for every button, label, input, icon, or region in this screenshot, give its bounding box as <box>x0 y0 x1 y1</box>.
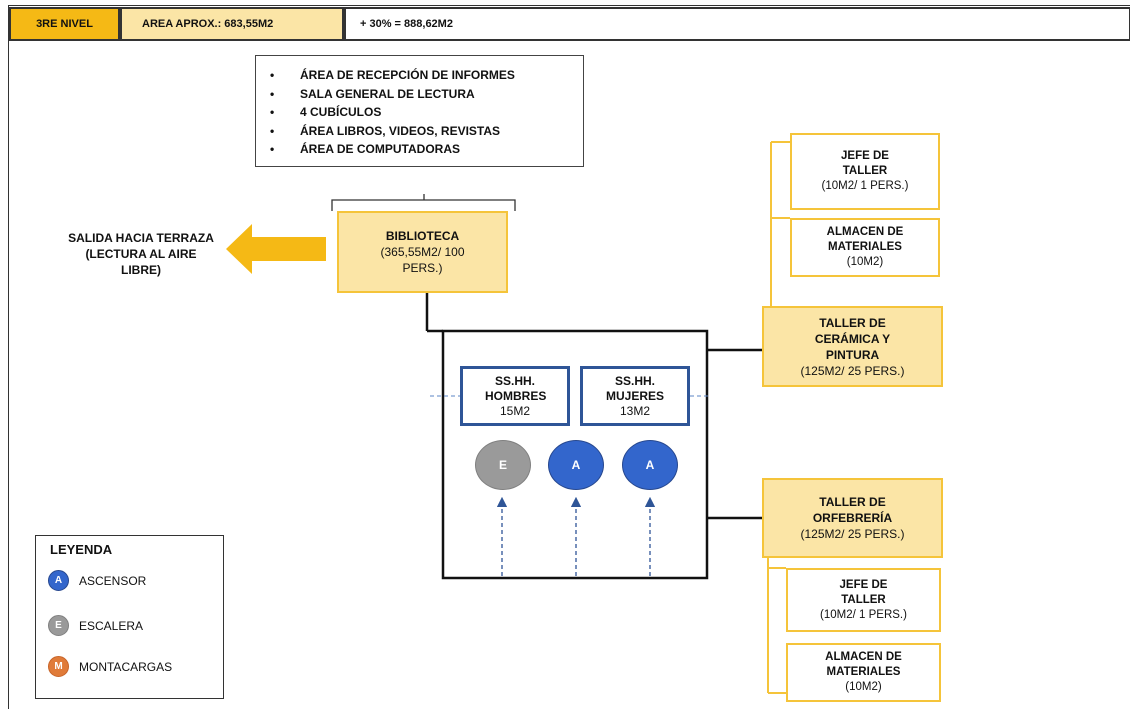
program-item: •ÁREA DE COMPUTADORAS <box>270 142 461 156</box>
ceramica-almacen-title: ALMACEN DE MATERIALES <box>826 226 904 253</box>
bracket <box>331 199 516 211</box>
level-label: 3RE NIVEL <box>9 7 120 41</box>
sshh-hombres-title: SS.HH. HOMBRES <box>485 373 547 403</box>
biblioteca-node: BIBLIOTECA (365,55M2/ 100 PERS.) <box>337 211 508 293</box>
sshh-hombres-area: 15M2 <box>499 403 531 418</box>
ascensor-circle-2: A <box>622 440 678 490</box>
taller-ceramica-title: TALLER DE CERÁMICA Y PINTURA <box>814 315 891 362</box>
legend-box: LEYENDA A ASCENSOR E ESCALERA M MONTACAR… <box>35 535 224 699</box>
exit-arrow <box>226 224 326 274</box>
ascensor-icon: A <box>48 570 69 591</box>
orfebreria-almacen-node: ALMACEN DE MATERIALES (10M2) <box>786 643 941 702</box>
escalera-circle: E <box>475 440 531 490</box>
legend-item-montacargas: M MONTACARGAS <box>48 656 172 677</box>
program-item: •ÁREA DE RECEPCIÓN DE INFORMES <box>270 68 515 82</box>
ceramica-jefe-node: JEFE DE TALLER (10M2/ 1 PERS.) <box>790 133 940 210</box>
sshh-hombres-node: SS.HH. HOMBRES 15M2 <box>460 366 570 426</box>
orfebreria-almacen-detail: (10M2) <box>845 681 882 693</box>
legend-label: MONTACARGAS <box>79 659 173 674</box>
program-item: •SALA GENERAL DE LECTURA <box>270 86 475 101</box>
orfebreria-jefe-title: JEFE DE TALLER <box>839 578 888 606</box>
legend-label: ASCENSOR <box>79 573 147 588</box>
taller-orfebreria-title: TALLER DE ORFEBRERÍA <box>812 495 893 525</box>
taller-ceramica-detail: (125M2/ 25 PERS.) <box>800 363 905 378</box>
diagram-frame <box>8 5 1130 709</box>
montacargas-icon: M <box>48 656 69 677</box>
sshh-mujeres-area: 13M2 <box>619 403 651 418</box>
legend-label: ESCALERA <box>79 618 144 633</box>
sshh-mujeres-node: SS.HH. MUJERES 13M2 <box>580 366 690 426</box>
biblioteca-title: BIBLIOTECA <box>385 229 460 243</box>
legend-item-ascensor: A ASCENSOR <box>48 570 146 591</box>
ceramica-almacen-node: ALMACEN DE MATERIALES (10M2) <box>790 218 940 277</box>
escalera-icon: E <box>48 615 69 636</box>
taller-orfebreria-node: TALLER DE ORFEBRERÍA (125M2/ 25 PERS.) <box>762 478 943 558</box>
program-item: •ÁREA LIBROS, VIDEOS, REVISTAS <box>270 123 501 138</box>
taller-ceramica-node: TALLER DE CERÁMICA Y PINTURA (125M2/ 25 … <box>762 306 943 387</box>
ceramica-jefe-title: JEFE DE TALLER <box>841 150 889 177</box>
biblioteca-detail: (365,55M2/ 100 PERS.) <box>380 245 465 275</box>
ceramica-almacen-detail: (10M2) <box>846 256 884 268</box>
legend-title: LEYENDA <box>50 542 113 557</box>
orfebreria-almacen-title: ALMACEN DE MATERIALES <box>825 651 902 678</box>
area-plus-label: + 30% = 888,62M2 <box>344 7 1130 41</box>
program-list-box: •ÁREA DE RECEPCIÓN DE INFORMES •SALA GEN… <box>255 55 584 167</box>
ascensor-circle-1: A <box>548 440 604 490</box>
area-label: AREA APROX.: 683,55M2 <box>120 7 344 41</box>
salida-label: SALIDA HACIA TERRAZA (LECTURA AL AIRE LI… <box>68 231 214 277</box>
program-item: •4 CUBÍCULOS <box>270 105 382 119</box>
sshh-mujeres-title: SS.HH. MUJERES <box>605 373 664 403</box>
orfebreria-jefe-detail: (10M2/ 1 PERS.) <box>820 608 907 621</box>
orfebreria-jefe-node: JEFE DE TALLER (10M2/ 1 PERS.) <box>786 568 941 632</box>
taller-orfebreria-detail: (125M2/ 25 PERS.) <box>800 527 905 541</box>
legend-item-escalera: E ESCALERA <box>48 615 143 636</box>
ceramica-jefe-detail: (10M2/ 1 PERS.) <box>821 180 909 192</box>
